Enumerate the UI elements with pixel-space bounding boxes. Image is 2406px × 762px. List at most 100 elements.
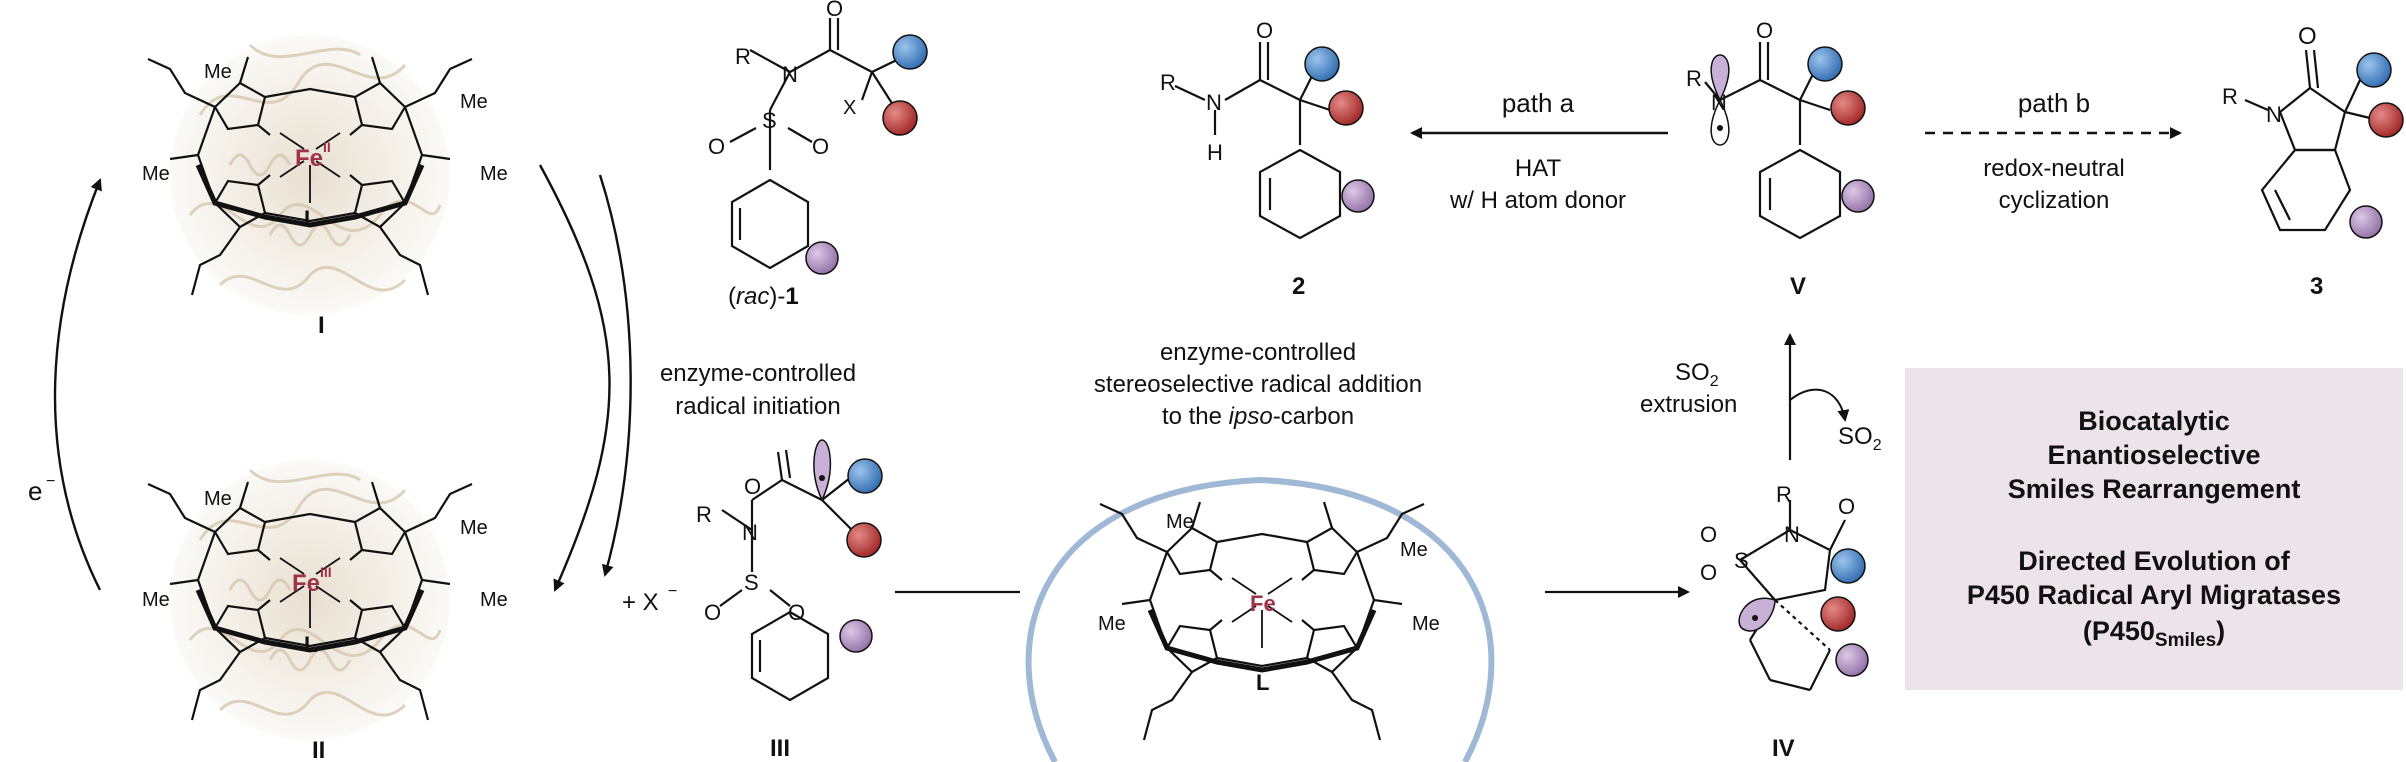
so2-extrusion-label-2: extrusion bbox=[1640, 391, 1737, 418]
methyl-label: Me bbox=[480, 589, 508, 611]
methyl-label: Me bbox=[204, 488, 232, 510]
atom-N: N bbox=[742, 520, 758, 545]
info-line-6: (P450Smiles) bbox=[2083, 616, 2225, 651]
atom-O: O bbox=[744, 474, 761, 499]
atom-R: R bbox=[1686, 66, 1702, 91]
iron-label: Fe bbox=[295, 145, 323, 172]
atom-N: N bbox=[782, 62, 798, 87]
compound-label-rac-1: (rac)-1 bbox=[728, 283, 799, 310]
sphere-substituent-icon bbox=[2368, 102, 2404, 138]
species-label-IV: IV bbox=[1772, 735, 1795, 762]
atom-N: N bbox=[1784, 522, 1800, 547]
so2-byproduct: SO2 bbox=[1838, 423, 1882, 454]
counterion-label: + X bbox=[622, 589, 659, 616]
methyl-label: Me bbox=[1400, 539, 1428, 561]
axial-ligand: L bbox=[304, 206, 317, 231]
product-3 bbox=[2244, 49, 2371, 232]
sphere-substituent-icon bbox=[2356, 52, 2392, 88]
atom-O: O bbox=[708, 134, 725, 159]
atom-H: H bbox=[1207, 140, 1223, 165]
initiation-label-1: enzyme-controlled bbox=[660, 360, 856, 387]
radical-V bbox=[1704, 42, 1842, 240]
initiation-label-2: radical initiation bbox=[675, 393, 840, 420]
path-b-label: path b bbox=[2018, 88, 2090, 118]
sphere-substituent-icon bbox=[847, 458, 883, 494]
info-line-1: Biocatalytic bbox=[2078, 406, 2230, 436]
info-box bbox=[1905, 368, 2403, 690]
methyl-label: Me bbox=[1098, 613, 1126, 635]
oxidation-state: III bbox=[320, 564, 332, 580]
electron-transfer-arrow: e − bbox=[28, 178, 102, 591]
axial-ligand: L bbox=[304, 632, 317, 657]
sphere-substituent-icon bbox=[846, 522, 882, 558]
iron-label: Fe bbox=[292, 570, 320, 597]
path-a-label: path a bbox=[1502, 88, 1575, 118]
atom-R: R bbox=[1776, 482, 1792, 507]
radical-orbital-icon bbox=[1738, 597, 1776, 632]
product-label-2: 2 bbox=[1292, 273, 1305, 300]
atom-O: O bbox=[704, 600, 721, 625]
atom-O: O bbox=[1756, 18, 1773, 43]
methyl-label: Me bbox=[460, 517, 488, 539]
sphere-substituent-icon bbox=[1341, 179, 1375, 213]
species-label-V: V bbox=[1790, 273, 1806, 300]
addition-label-3: to the ipso-carbon bbox=[1162, 403, 1354, 430]
sphere-substituent-icon bbox=[839, 619, 873, 653]
sphere-substituent-icon bbox=[1820, 596, 1856, 632]
atom-O: O bbox=[812, 134, 829, 159]
atom-O: O bbox=[826, 0, 843, 21]
atom-N: N bbox=[2266, 102, 2282, 127]
sphere-substituent-icon bbox=[1304, 46, 1340, 82]
cycle-arrow-I-to-II bbox=[538, 164, 611, 592]
atom-O: O bbox=[1700, 522, 1717, 547]
product-2 bbox=[1174, 42, 1342, 240]
sphere-substituent-icon bbox=[805, 241, 839, 275]
sphere-substituent-icon bbox=[1328, 90, 1364, 126]
atom-R: R bbox=[2222, 84, 2238, 109]
methyl-label: Me bbox=[142, 589, 170, 611]
atom-N: N bbox=[1206, 90, 1222, 115]
so2-extrusion-label: SO2 bbox=[1675, 359, 1719, 390]
heme-porphyrin-icon bbox=[1100, 502, 1424, 740]
intermediate-IV-labels: R N O S O O IV bbox=[1700, 482, 1869, 762]
sphere-substituent-icon bbox=[882, 100, 918, 136]
info-line-2: Enantioselective bbox=[2047, 440, 2260, 470]
electron-label: e bbox=[28, 476, 42, 506]
atom-S: S bbox=[744, 570, 759, 595]
product-label-3: 3 bbox=[2310, 273, 2323, 300]
sphere-substituent-icon bbox=[1807, 46, 1843, 82]
atom-R: R bbox=[1160, 70, 1176, 95]
iron-label: Fe bbox=[1250, 591, 1276, 616]
species-label-I: I bbox=[318, 312, 325, 339]
info-line-5: P450 Radical Aryl Migratases bbox=[1967, 580, 2341, 610]
heme-complex-I: Me Me Me Me Fe II L I bbox=[142, 33, 508, 339]
atom-N: N bbox=[1711, 90, 1727, 115]
species-label-III: III bbox=[770, 735, 790, 762]
heme-complex-II: Me Me Me Me Fe III L II bbox=[142, 458, 508, 762]
methyl-label: Me bbox=[204, 61, 232, 83]
methyl-label: Me bbox=[1166, 511, 1194, 533]
enzyme-pocket-arc bbox=[1025, 476, 1495, 762]
atom-R: R bbox=[696, 502, 712, 527]
radical-orbital-icon bbox=[1710, 98, 1730, 146]
product-3-labels: R N O 3 bbox=[2222, 23, 2404, 300]
atom-R: R bbox=[735, 44, 751, 69]
info-line-4: Directed Evolution of bbox=[2018, 546, 2291, 576]
radical-V-labels: R N O V bbox=[1686, 18, 1875, 300]
sphere-substituent-icon bbox=[1830, 548, 1866, 584]
path-a-condition-1: HAT bbox=[1515, 155, 1562, 182]
intermediate-III-labels: R N O S O O + X − III bbox=[622, 439, 883, 762]
product-2-labels: R N H O 2 bbox=[1160, 18, 1375, 300]
methyl-label: Me bbox=[460, 91, 488, 113]
info-line-3: Smiles Rearrangement bbox=[2008, 474, 2301, 504]
substrate-rac-1 bbox=[729, 18, 906, 270]
oxidation-state: II bbox=[323, 139, 331, 155]
atom-X: X bbox=[843, 97, 856, 119]
electron-charge: − bbox=[46, 473, 55, 490]
sphere-substituent-icon bbox=[2349, 205, 2383, 239]
sphere-substituent-icon bbox=[1841, 179, 1875, 213]
methyl-label: Me bbox=[1412, 613, 1440, 635]
intermediate-III bbox=[719, 449, 853, 702]
atom-O: O bbox=[2298, 23, 2317, 50]
sphere-substituent-icon bbox=[1830, 90, 1866, 126]
